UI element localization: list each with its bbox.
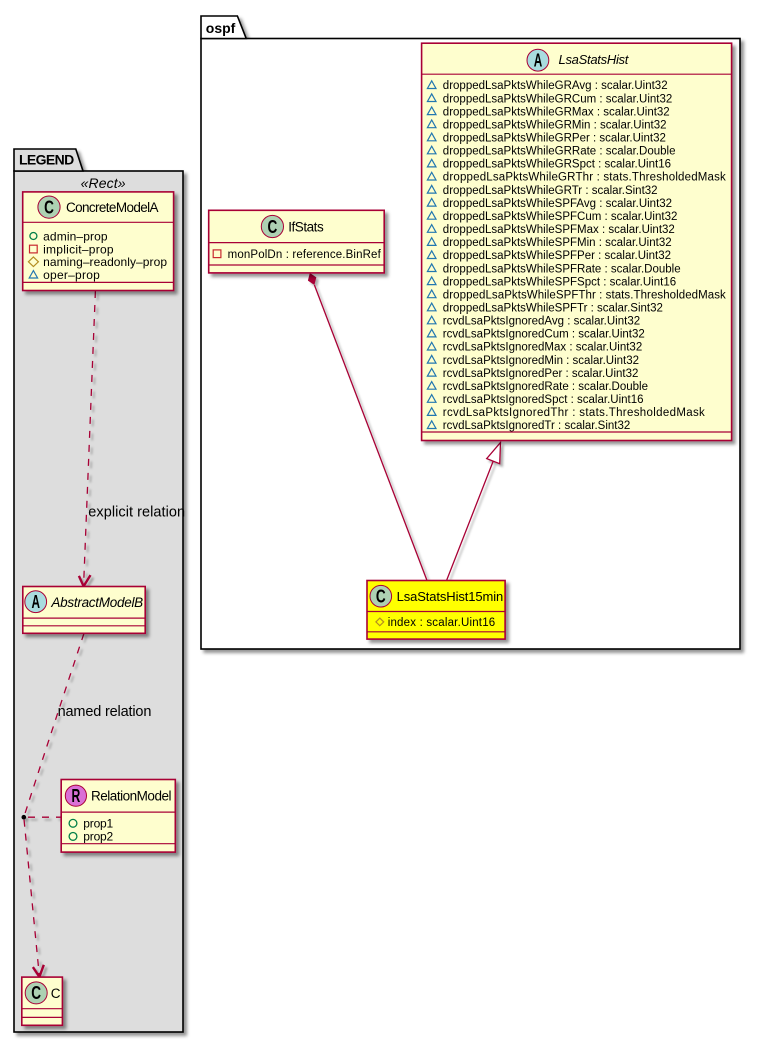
svg-text:AbstractModelB: AbstractModelB xyxy=(50,595,143,610)
svg-text:rcvdLsaPktsIgnoredSpct : scala: rcvdLsaPktsIgnoredSpct : scalar.Uint16 xyxy=(443,394,644,406)
svg-text:implicit–prop: implicit–prop xyxy=(43,242,114,256)
svg-text:A: A xyxy=(32,592,41,612)
svg-text:droppedLsaPktsWhileGRRate : sc: droppedLsaPktsWhileGRRate : scalar.Doubl… xyxy=(443,146,676,158)
svg-text:named relation: named relation xyxy=(58,704,152,720)
svg-text:ConcreteModelA: ConcreteModelA xyxy=(66,200,159,215)
svg-text:droppedLsaPktsWhileGRTr : scal: droppedLsaPktsWhileGRTr : scalar.Sint32 xyxy=(443,185,658,197)
svg-text:C: C xyxy=(51,986,61,1001)
svg-text:ospf: ospf xyxy=(206,20,236,36)
svg-text:A: A xyxy=(534,50,543,70)
svg-text:droppedLsaPktsWhileGRThr : sta: droppedLsaPktsWhileGRThr : stats.Thresho… xyxy=(443,172,726,184)
svg-text:droppedLsaPktsWhileGRAvg : sca: droppedLsaPktsWhileGRAvg : scalar.Uint32 xyxy=(443,80,668,92)
svg-text:rcvdLsaPktsIgnoredRate : scala: rcvdLsaPktsIgnoredRate : scalar.Double xyxy=(443,381,648,393)
svg-text:droppedLsaPktsWhileSPFTr : sca: droppedLsaPktsWhileSPFTr : scalar.Sint32 xyxy=(443,303,663,315)
svg-text:C: C xyxy=(376,587,386,607)
svg-text:droppedLsaPktsWhileGRPer : sca: droppedLsaPktsWhileGRPer : scalar.Uint32 xyxy=(443,133,666,145)
svg-text:rcvdLsaPktsIgnoredCum : scalar: rcvdLsaPktsIgnoredCum : scalar.Uint32 xyxy=(443,329,645,341)
svg-text:explicit relation: explicit relation xyxy=(88,504,185,520)
svg-text:«Rect»: «Rect» xyxy=(81,175,126,191)
svg-text:R: R xyxy=(72,786,81,806)
svg-text:LEGEND: LEGEND xyxy=(19,152,74,168)
svg-text:index : scalar.Uint16: index : scalar.Uint16 xyxy=(388,617,496,629)
svg-text:droppedLsaPktsWhileGRMax : sca: droppedLsaPktsWhileGRMax : scalar.Uint32 xyxy=(443,106,670,118)
svg-text:rcvdLsaPktsIgnoredAvg : scalar: rcvdLsaPktsIgnoredAvg : scalar.Uint32 xyxy=(443,316,640,328)
svg-text:droppedLsaPktsWhileGRMin : sca: droppedLsaPktsWhileGRMin : scalar.Uint32 xyxy=(443,119,667,131)
svg-text:droppedLsaPktsWhileSPFPer : sc: droppedLsaPktsWhileSPFPer : scalar.Uint3… xyxy=(443,250,671,262)
svg-text:droppedLsaPktsWhileSPFMax : sc: droppedLsaPktsWhileSPFMax : scalar.Uint3… xyxy=(443,224,675,236)
svg-text:rcvdLsaPktsIgnoredPer : scalar: rcvdLsaPktsIgnoredPer : scalar.Uint32 xyxy=(443,368,639,380)
svg-text:prop2: prop2 xyxy=(83,830,113,844)
svg-text:rcvdLsaPktsIgnoredMax : scalar: rcvdLsaPktsIgnoredMax : scalar.Uint32 xyxy=(443,342,642,354)
svg-text:rcvdLsaPktsIgnoredTr : scalar.: rcvdLsaPktsIgnoredTr : scalar.Sint32 xyxy=(443,420,631,432)
svg-text:LsaStatsHist15min: LsaStatsHist15min xyxy=(397,589,504,604)
svg-text:droppedLsaPktsWhileGRSpct : sc: droppedLsaPktsWhileGRSpct : scalar.Uint1… xyxy=(443,159,671,171)
svg-text:droppedLsaPktsWhileSPFAvg : sc: droppedLsaPktsWhileSPFAvg : scalar.Uint3… xyxy=(443,198,672,210)
svg-text:droppedLsaPktsWhileSPFCum : sc: droppedLsaPktsWhileSPFCum : scalar.Uint3… xyxy=(443,211,678,223)
svg-text:rcvdLsaPktsIgnoredMin : scalar: rcvdLsaPktsIgnoredMin : scalar.Uint32 xyxy=(443,355,639,367)
svg-text:droppedLsaPktsWhileSPFThr : st: droppedLsaPktsWhileSPFThr : stats.Thresh… xyxy=(443,289,726,301)
svg-text:C: C xyxy=(268,217,278,237)
svg-text:monPolDn : reference.BinRef: monPolDn : reference.BinRef xyxy=(228,249,382,261)
svg-text:RelationModel: RelationModel xyxy=(91,789,172,804)
svg-text:oper–prop: oper–prop xyxy=(43,268,100,282)
svg-text:naming–readonly–prop: naming–readonly–prop xyxy=(43,255,167,269)
svg-text:prop1: prop1 xyxy=(83,817,113,831)
svg-text:admin–prop: admin–prop xyxy=(43,229,108,243)
svg-text:droppedLsaPktsWhileSPFMin : sc: droppedLsaPktsWhileSPFMin : scalar.Uint3… xyxy=(443,237,672,249)
svg-text:LsaStatsHist: LsaStatsHist xyxy=(559,52,630,67)
svg-text:droppedLsaPktsWhileSPFRate : s: droppedLsaPktsWhileSPFRate : scalar.Doub… xyxy=(443,263,681,275)
svg-text:droppedLsaPktsWhileGRCum : sca: droppedLsaPktsWhileGRCum : scalar.Uint32 xyxy=(443,93,672,105)
svg-text:IfStats: IfStats xyxy=(288,219,324,234)
svg-text:rcvdLsaPktsIgnoredThr : stats.: rcvdLsaPktsIgnoredThr : stats.Thresholde… xyxy=(443,407,705,419)
svg-text:C: C xyxy=(31,983,41,1003)
svg-text:droppedLsaPktsWhileSPFSpct : s: droppedLsaPktsWhileSPFSpct : scalar.Uint… xyxy=(443,276,676,288)
svg-text:C: C xyxy=(44,198,54,218)
